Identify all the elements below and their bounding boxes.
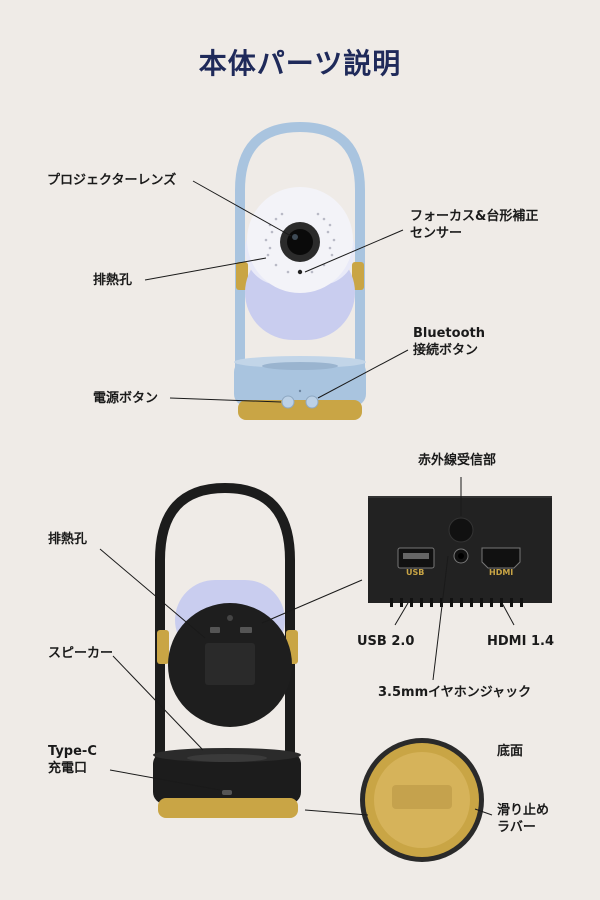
label-audio-jack: 3.5mmイヤホンジャック bbox=[378, 685, 532, 700]
label-lens: プロジェクターレンズ bbox=[47, 173, 177, 188]
label-focus-sensor-2: センサー bbox=[410, 226, 463, 241]
top-leader-lines bbox=[144, 180, 409, 403]
projector-front-view bbox=[234, 121, 366, 420]
label-usb: USB 2.0 bbox=[357, 634, 415, 649]
hdmi-tag: HDMI bbox=[489, 568, 514, 577]
label-vent-top: 排熱孔 bbox=[93, 273, 133, 288]
label-hdmi: HDMI 1.4 bbox=[487, 634, 554, 649]
label-bottom: 底面 bbox=[497, 744, 524, 759]
bottom-leader-lines bbox=[99, 477, 515, 816]
label-typec-1: Type-C bbox=[48, 744, 97, 759]
label-focus-sensor-1: フォーカス&台形補正 bbox=[410, 209, 539, 224]
label-typec-2: 充電口 bbox=[48, 761, 88, 776]
label-vent-bottom: 排熱孔 bbox=[48, 532, 88, 547]
port-panel bbox=[368, 496, 552, 607]
usb-tag: USB bbox=[406, 568, 425, 577]
label-bluetooth-2: 接続ボタン bbox=[413, 343, 479, 358]
bottom-rubber-view bbox=[360, 738, 484, 862]
projector-back-view bbox=[153, 482, 301, 818]
label-ir: 赤外線受信部 bbox=[418, 453, 497, 468]
vent-grille bbox=[264, 212, 336, 274]
label-power: 電源ボタン bbox=[93, 391, 159, 406]
label-rubber-1: 滑り止め bbox=[497, 803, 550, 818]
page-title: 本体パーツ説明 bbox=[198, 47, 402, 80]
label-speaker: スピーカー bbox=[48, 646, 114, 661]
label-rubber-2: ラバー bbox=[497, 820, 536, 835]
label-bluetooth-1: Bluetooth bbox=[413, 326, 485, 341]
